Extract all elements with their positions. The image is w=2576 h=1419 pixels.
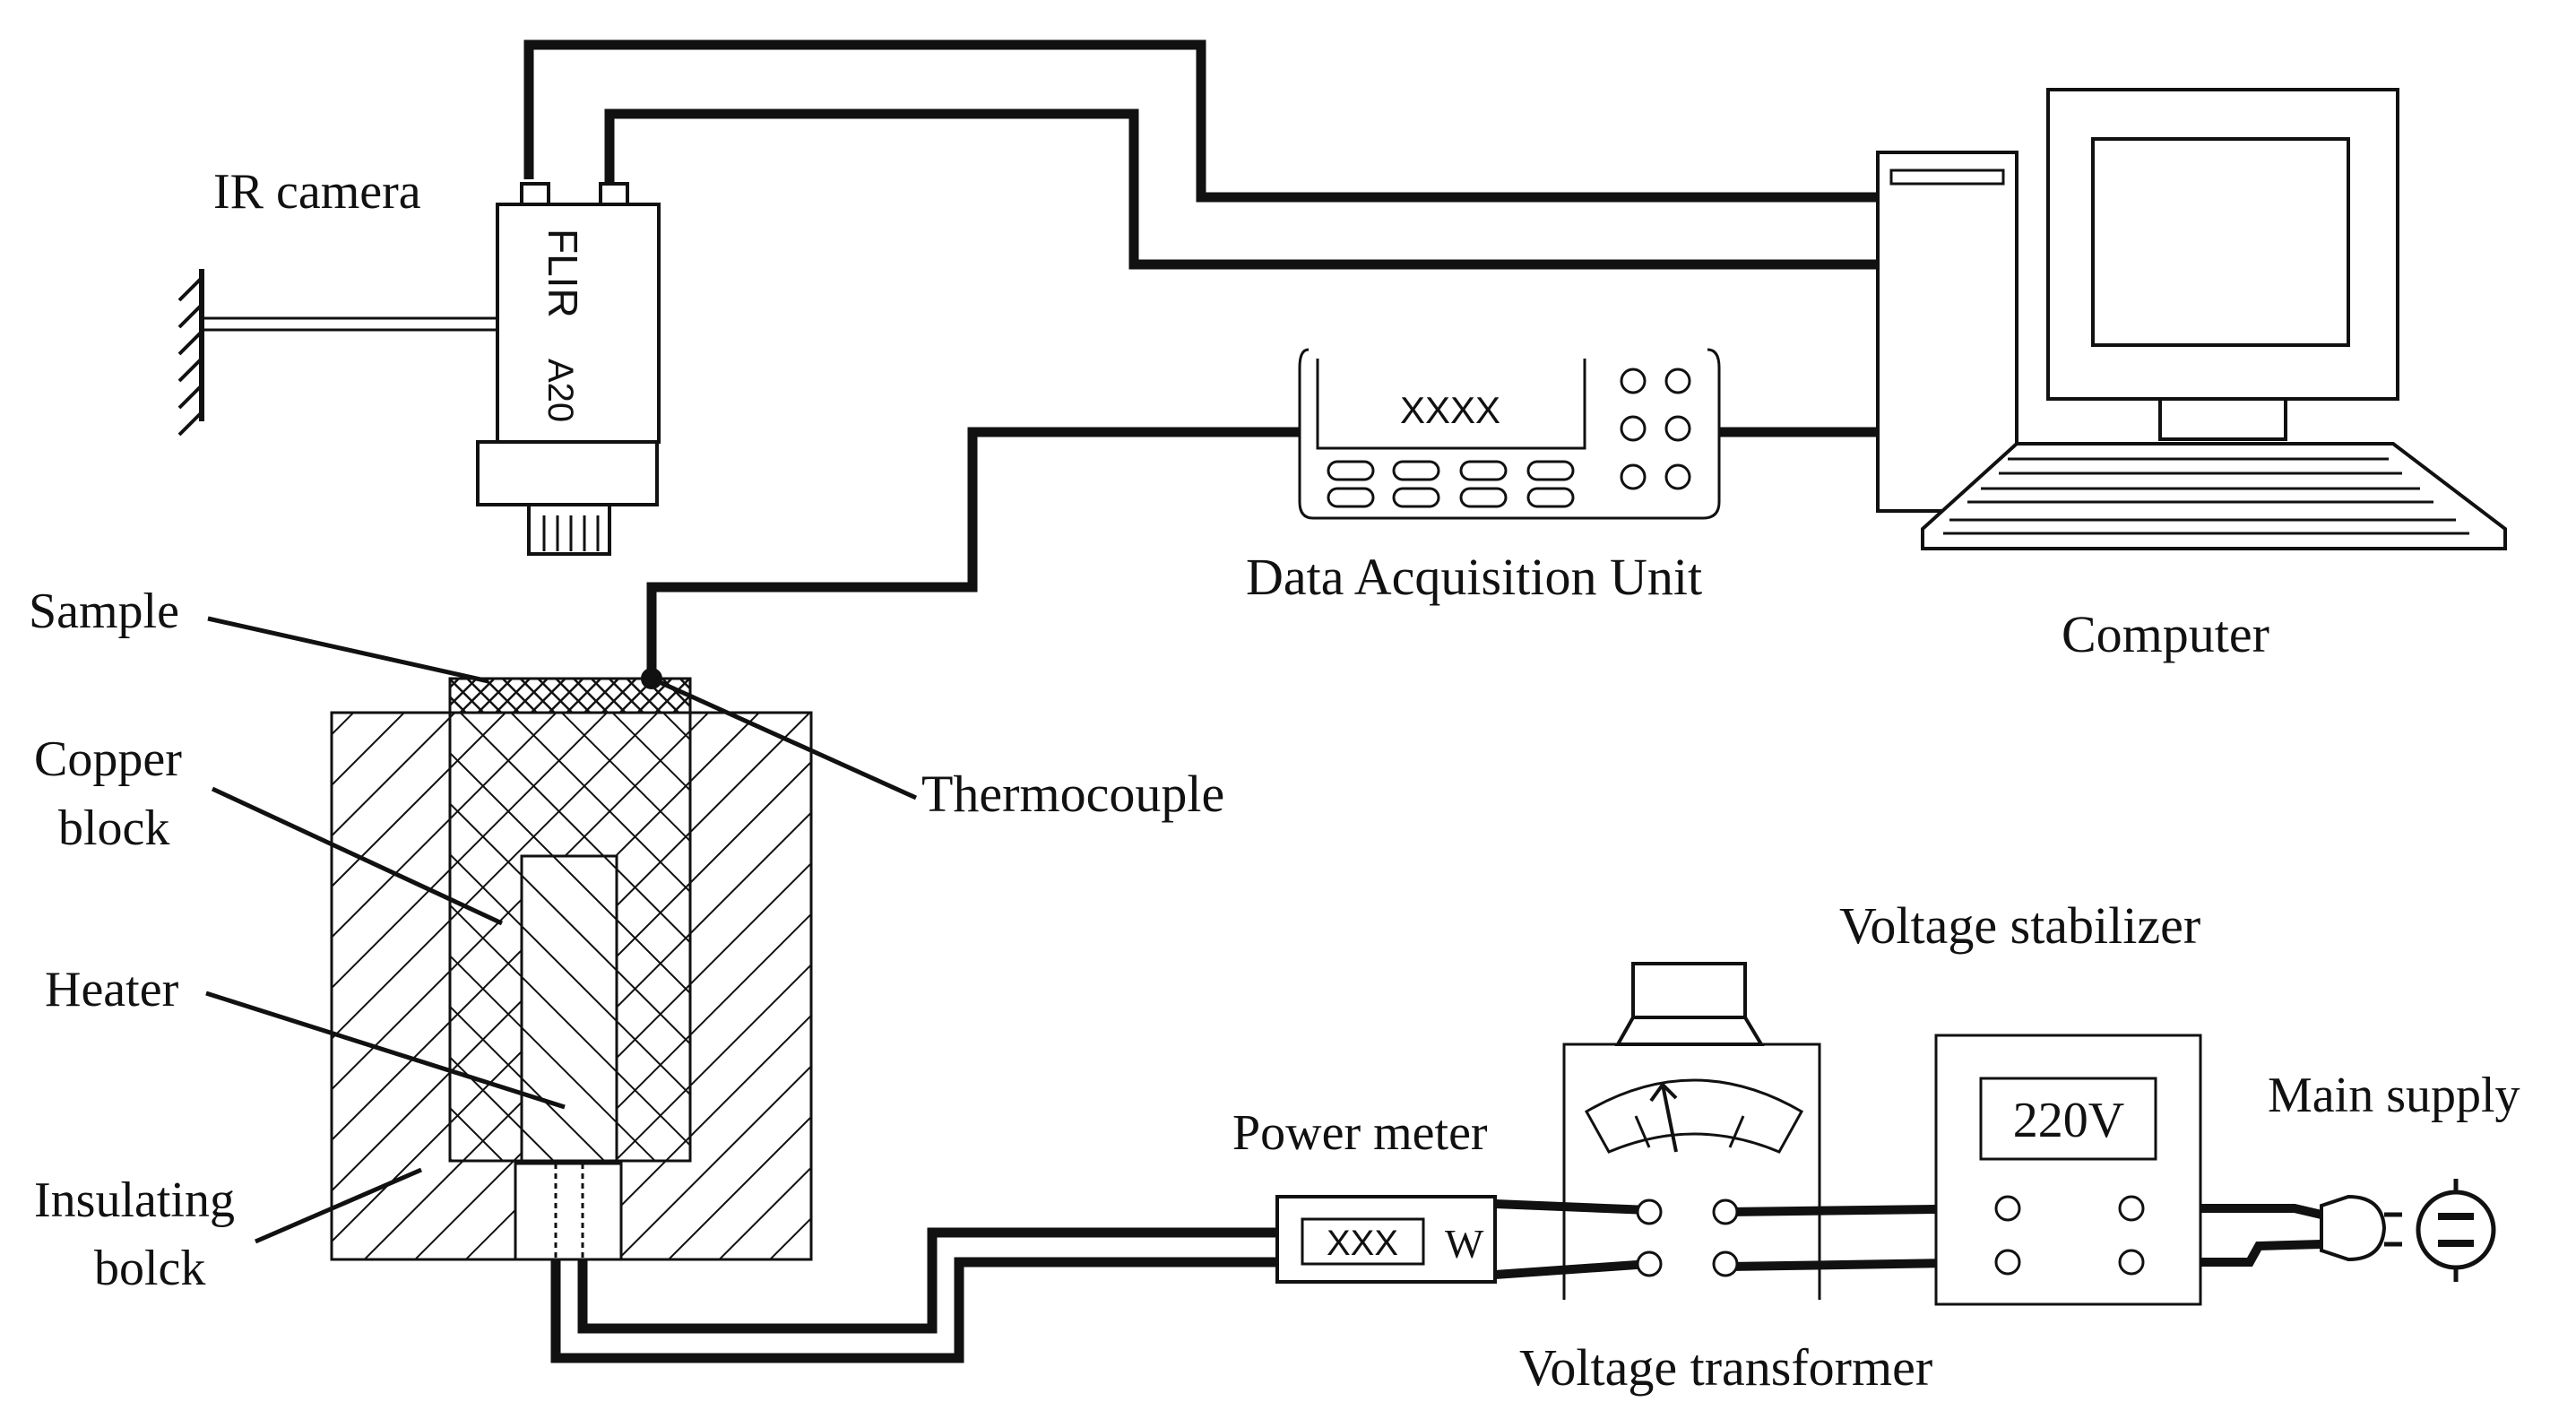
heater (520, 854, 618, 1163)
camera-brand-label: FLIR (540, 229, 586, 318)
insulating-label-line1: Insulating (34, 1172, 235, 1228)
main-supply-outlet (2416, 1179, 2496, 1282)
computer-label: Computer (2062, 605, 2269, 663)
ir-camera (476, 182, 661, 556)
daq-display-text: XXXX (1400, 389, 1500, 431)
sample-label: Sample (29, 584, 179, 639)
power-meter-label: Power meter (1232, 1105, 1488, 1161)
voltage-transformer (1562, 962, 1821, 1300)
heater-label: Heater (45, 962, 179, 1017)
copper-label-line1: Copper (34, 731, 182, 787)
daq-label: Data Acquisition Unit (1246, 548, 1702, 606)
sample (448, 677, 692, 714)
wire-thermocouple-to-daq (646, 427, 1878, 677)
ir-camera-label: IR camera (213, 164, 421, 220)
stabilizer-display-text: 220V (2013, 1093, 2124, 1148)
voltage-stabilizer (1934, 1034, 2202, 1306)
wire-heater-to-power-meter (550, 1227, 1277, 1363)
insulating-label-line2: bolck (94, 1241, 205, 1296)
wall-mount (177, 269, 497, 437)
leader-lines (205, 616, 918, 1244)
voltage-transformer-label: Voltage transformer (1519, 1338, 1932, 1397)
data-acquisition-unit (1298, 348, 1721, 520)
power-meter-unit: W (1445, 1221, 1484, 1267)
main-supply-label: Main supply (2268, 1068, 2520, 1123)
power-meter (1275, 1195, 1497, 1284)
thermocouple-label: Thermocouple (921, 765, 1224, 823)
heater-lead-slot (514, 1162, 623, 1261)
copper-label-line2: block (58, 800, 169, 856)
wire-power-meter-to-transformer (1494, 1199, 2009, 1279)
power-meter-display-text: XXX (1327, 1224, 1398, 1263)
computer (1876, 88, 2507, 550)
wire-camera-to-computer (523, 39, 1878, 270)
camera-model-label: A20 (540, 359, 580, 422)
plug (2320, 1194, 2402, 1262)
voltage-stabilizer-label: Voltage stabilizer (1839, 896, 2200, 955)
